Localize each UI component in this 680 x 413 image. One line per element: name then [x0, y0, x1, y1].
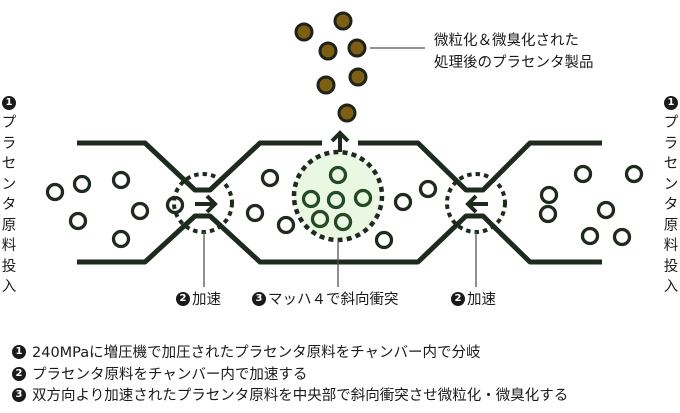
- process-note: 3 双方向より加速されたプラセンタ原料を中央部で斜向衝突させ微粒化・微臭化する: [12, 386, 568, 408]
- label-char: 料: [1, 238, 17, 254]
- label-char: 入: [1, 279, 17, 295]
- chamber-top-wall-left: [77, 140, 322, 193]
- chamber-bottom-wall-left: [77, 213, 330, 265]
- product-particle: [337, 103, 357, 123]
- raw-material-particle: [72, 174, 92, 194]
- label-char: ラ: [1, 135, 17, 152]
- raw-material-particle: [418, 179, 438, 199]
- arrow-left-icon: [465, 194, 488, 214]
- arrow-up-icon: [330, 130, 350, 152]
- product-particle: [347, 38, 367, 58]
- label-char: 入: [663, 279, 679, 295]
- step-number-badge: 3: [12, 388, 26, 402]
- label-char: タ: [663, 197, 679, 213]
- acceleration-zone-left: [172, 172, 234, 234]
- product-particle: [294, 22, 314, 42]
- raw-material-particle: [539, 185, 559, 205]
- colliding-particle: [310, 209, 330, 229]
- raw-material-input-label-left: 1 プ ラ セ ン タ 原 料 投 入: [0, 96, 18, 298]
- product-particle: [316, 75, 336, 95]
- label-char: 原: [663, 217, 679, 234]
- product-particle: [348, 67, 368, 87]
- raw-material-particle: [68, 211, 88, 231]
- product-label: 微粒化＆微臭化された 処理後のプラセンタ製品: [434, 30, 594, 74]
- process-note: 1 240MPaに増圧機で加圧されたプラセンタ原料をチャンバー内で分岐: [12, 343, 568, 365]
- arrow-right-icon: [195, 194, 218, 214]
- step-number-badge: 3: [252, 292, 266, 306]
- raw-material-particle: [393, 192, 413, 212]
- raw-material-particle: [260, 168, 280, 188]
- raw-material-particle: [111, 170, 131, 190]
- step-label-text: 加速: [192, 292, 221, 308]
- note-text: 240MPaに増圧機で加圧されたプラセンタ原料をチャンバー内で分岐: [32, 345, 481, 361]
- raw-material-particle: [111, 229, 131, 249]
- colliding-particle: [333, 212, 353, 232]
- raw-material-particle: [276, 215, 296, 235]
- label-char: タ: [1, 197, 17, 213]
- chamber-bottom-wall-right: [330, 213, 602, 265]
- label-char: ン: [1, 176, 17, 193]
- label-char: セ: [663, 156, 679, 172]
- step-number-badge: 1: [664, 96, 678, 110]
- label-char: ン: [663, 176, 679, 193]
- step-number-badge: 1: [2, 96, 16, 110]
- label-char: 投: [1, 258, 17, 275]
- label-char: 原: [1, 217, 17, 234]
- label-char: セ: [1, 156, 17, 172]
- chamber-top-wall-right: [358, 140, 602, 193]
- raw-material-particle: [596, 200, 616, 220]
- raw-material-particle: [374, 230, 394, 250]
- label-char: ラ: [663, 135, 679, 152]
- raw-material-particle: [538, 204, 558, 224]
- raw-material-particle: [624, 164, 644, 184]
- label-char: プ: [1, 115, 17, 131]
- raw-material-particle: [165, 195, 185, 215]
- colliding-particle: [326, 190, 346, 210]
- raw-material-particle: [245, 203, 265, 223]
- step-label-text: マッハ４で斜向衝突: [268, 292, 399, 308]
- colliding-particle: [353, 188, 373, 208]
- process-note: 2 プラセンタ原料をチャンバー内で加速する: [12, 365, 568, 387]
- note-text: プラセンタ原料をチャンバー内で加速する: [32, 366, 308, 383]
- step-number-badge: 1: [12, 345, 26, 359]
- raw-material-particle: [130, 201, 150, 221]
- product-particle: [333, 11, 353, 31]
- step-number-badge: 2: [176, 292, 190, 306]
- label-char: 投: [663, 258, 679, 275]
- raw-material-particle: [573, 164, 593, 184]
- step-label-text: 加速: [467, 292, 496, 308]
- note-text: 双方向より加速されたプラセンタ原料を中央部で斜向衝突させ微粒化・微臭化する: [32, 388, 569, 404]
- raw-material-input-label-right: 1 プ ラ セ ン タ 原 料 投 入: [662, 96, 680, 298]
- label-char: プ: [663, 115, 679, 131]
- step-number-badge: 2: [451, 292, 465, 306]
- product-label-line: 処理後のプラセンタ製品: [434, 55, 594, 71]
- process-notes: 1 240MPaに増圧機で加圧されたプラセンタ原料をチャンバー内で分岐 2 プラセン…: [12, 343, 568, 408]
- product-label-line: 微粒化＆微臭化された: [434, 33, 579, 49]
- raw-material-particle: [612, 227, 632, 247]
- colliding-particle: [301, 189, 321, 209]
- raw-material-particle: [580, 226, 600, 246]
- product-particle: [318, 41, 338, 61]
- raw-material-particle: [45, 182, 65, 202]
- label-char: 料: [663, 238, 679, 254]
- colliding-particle: [328, 165, 348, 185]
- step-number-badge: 2: [12, 366, 26, 381]
